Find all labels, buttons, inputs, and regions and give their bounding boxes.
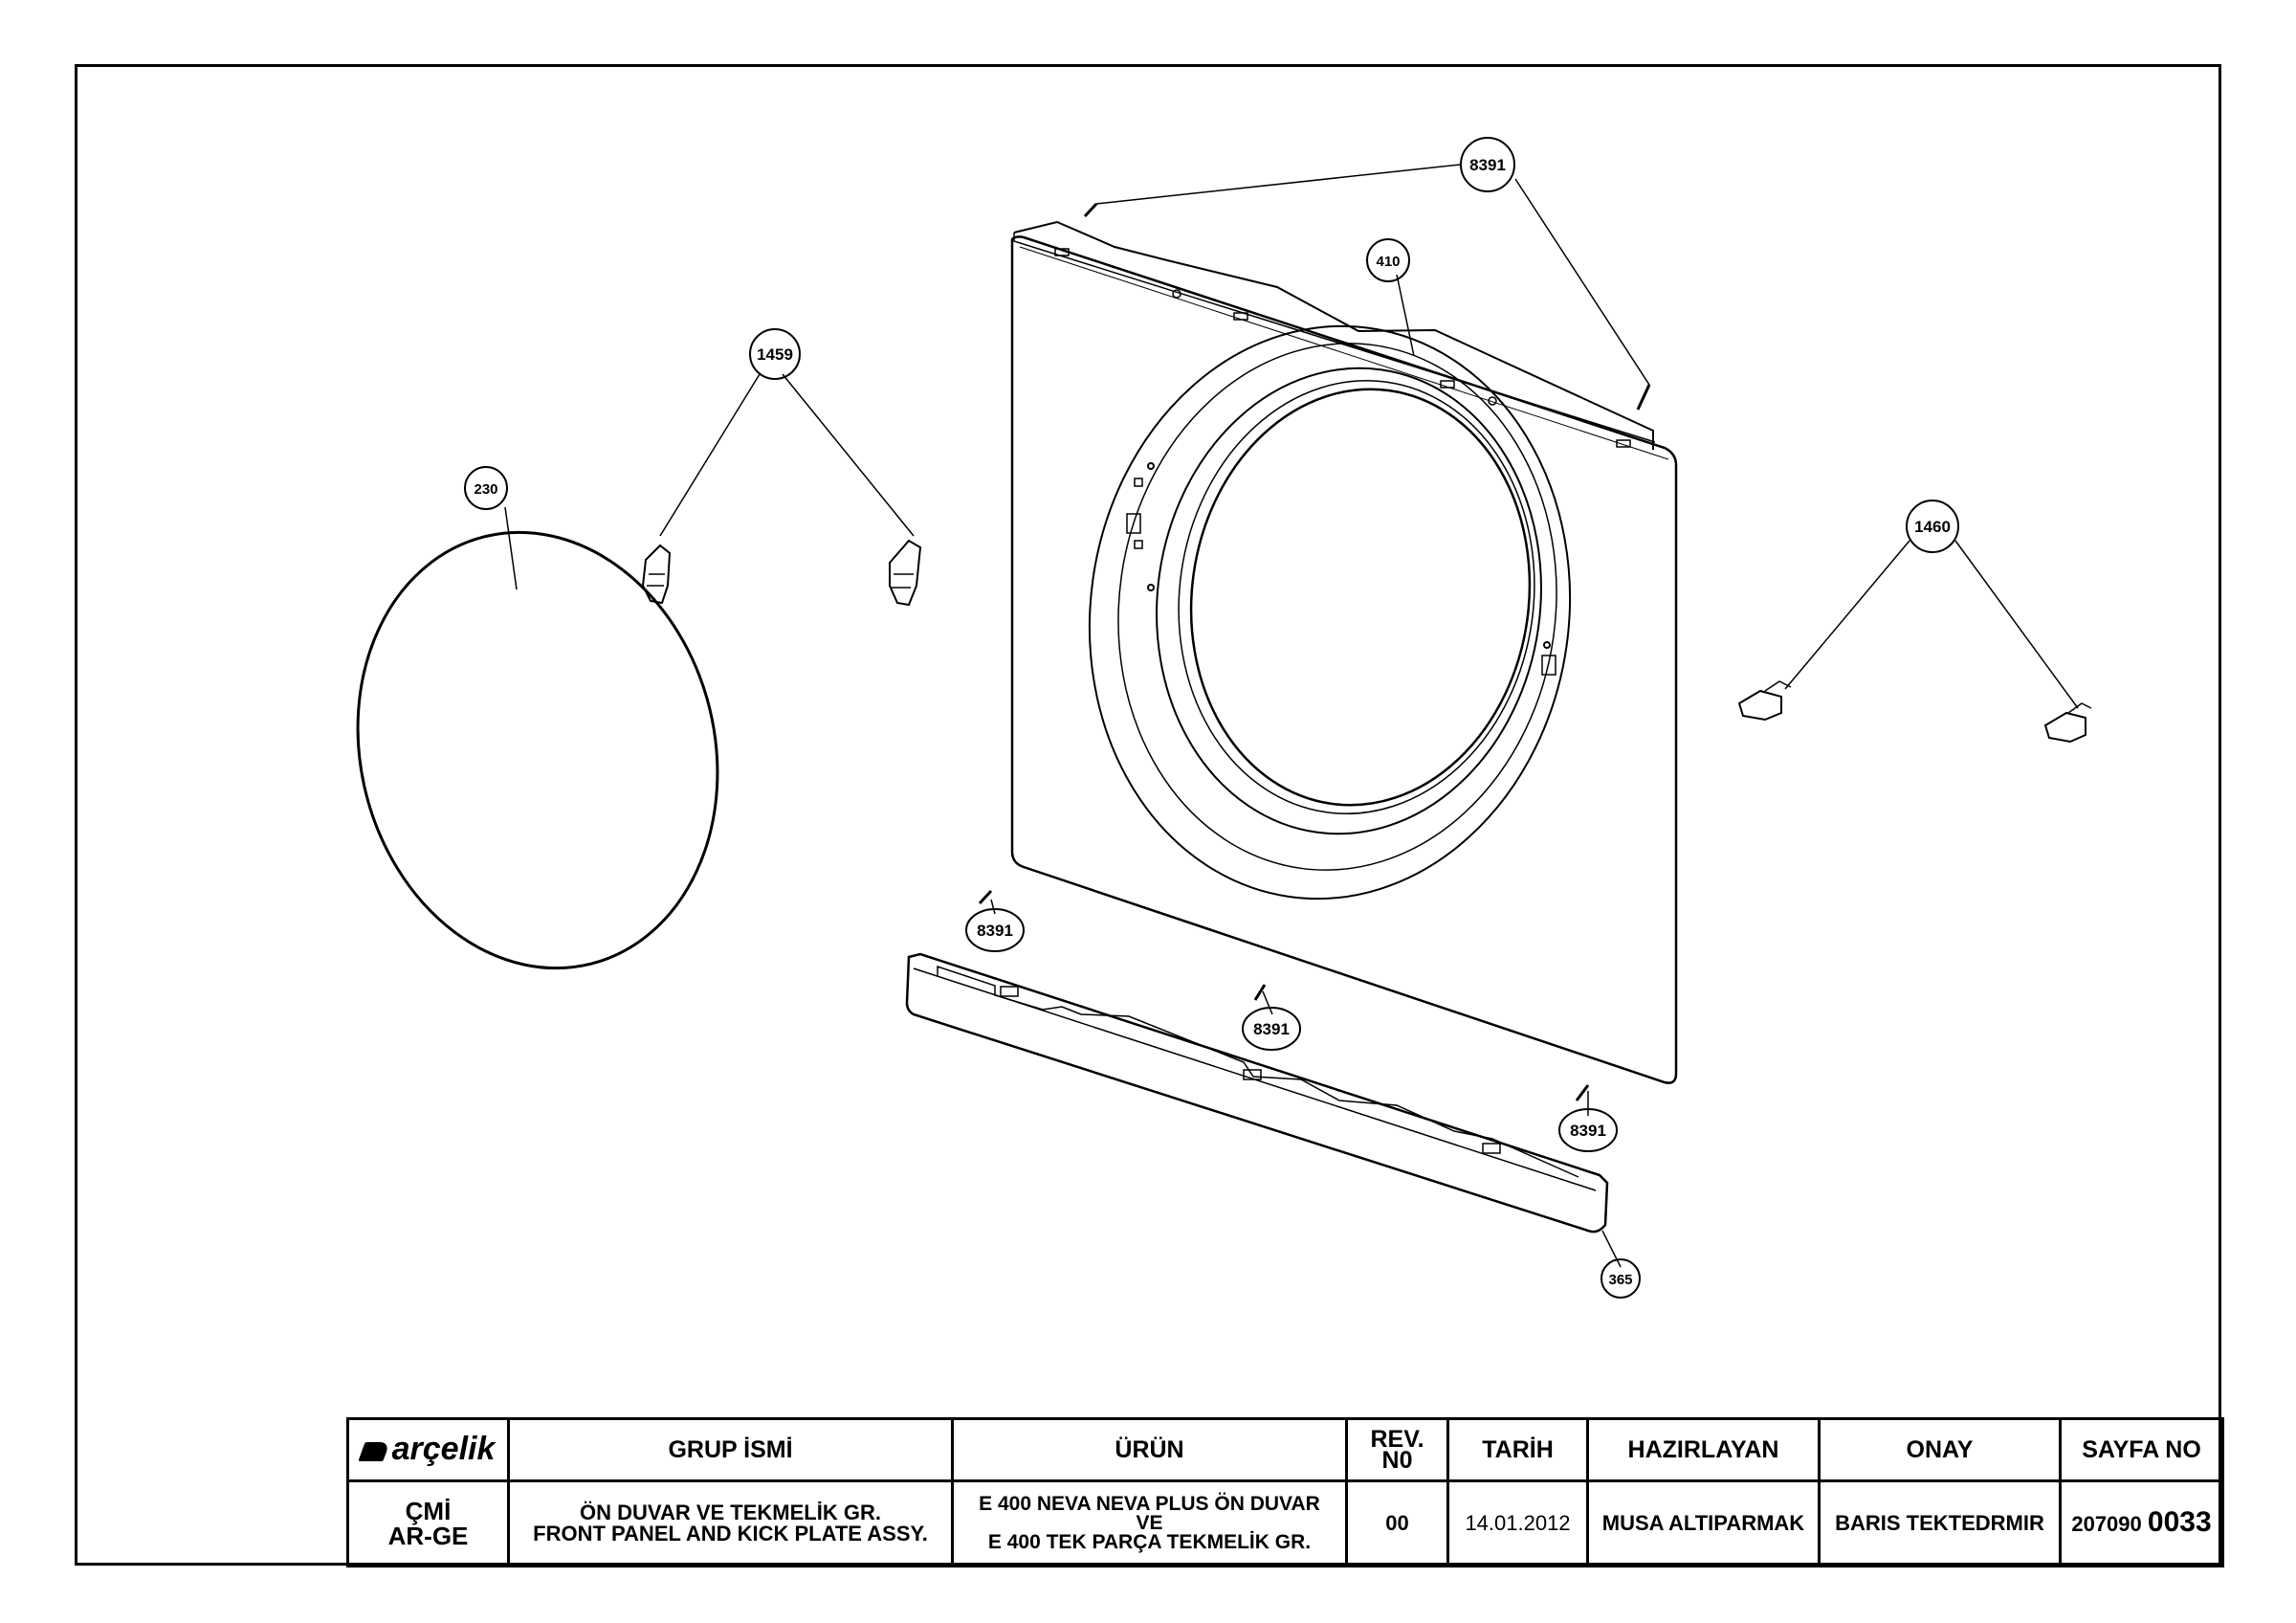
callout-410: 410: [1376, 254, 1400, 270]
callout-circle: [965, 908, 1025, 952]
company-logo: arçelik: [391, 1430, 496, 1467]
callout-circle: [1558, 1108, 1618, 1152]
callout-circle: [1242, 1007, 1301, 1051]
screw-8391: [1253, 984, 1267, 1001]
department-value: ÇMİ AR-GE: [346, 1479, 510, 1567]
page-no-value: 207090 0033: [2059, 1479, 2224, 1567]
screw-8391: [1636, 384, 1651, 411]
latch-1460-left: [1737, 680, 1792, 722]
arcelik-logo-mark-icon: [357, 1441, 390, 1461]
approval-value: BARIS TEKTEDRMIR: [1818, 1479, 2062, 1567]
callout-365: 365: [1608, 1272, 1632, 1288]
group-name-value: ÖN DUVAR VE TEKMELİK GR. FRONT PANEL AND…: [507, 1479, 954, 1567]
date-header: TARİH: [1446, 1417, 1589, 1482]
callout-8391-left: 8391: [977, 922, 1013, 940]
revision-header: REV. N0: [1345, 1417, 1449, 1482]
callout-circle: [464, 466, 508, 510]
approval-header: ONAY: [1818, 1417, 2062, 1482]
prepared-by-header: HAZIRLAYAN: [1586, 1417, 1821, 1482]
callout-circle: [1906, 500, 1959, 553]
title-block: arçelik GRUP İSMİ ÜRÜN REV. N0 TARİH HAZ…: [346, 1417, 2224, 1567]
page-no-header: SAYFA NO: [2059, 1417, 2224, 1482]
callout-8391-top: 8391: [1469, 156, 1506, 174]
callout-circle: [1460, 137, 1515, 192]
page-no-number: 0033: [2147, 1506, 2212, 1538]
callout-8391-mid: 8391: [1253, 1020, 1290, 1038]
front-panel-410: [1010, 220, 1678, 1084]
date-value: 14.01.2012: [1446, 1479, 1589, 1567]
page-no-prefix: 207090: [2071, 1512, 2142, 1536]
product-value: E 400 NEVA NEVA PLUS ÖN DUVAR VE E 400 T…: [951, 1479, 1348, 1567]
callout-circle: [1601, 1258, 1641, 1299]
kick-plate-365: [905, 952, 1609, 1234]
hinge-1459-right: [889, 539, 922, 607]
company-logo-cell: arçelik: [346, 1417, 510, 1482]
revision-value: 00: [1345, 1479, 1449, 1567]
product-header: ÜRÜN: [951, 1417, 1348, 1482]
leader-lines: [504, 164, 2079, 1268]
callout-circle: [749, 328, 801, 380]
callout-circle: [1366, 238, 1410, 282]
latch-1460-right: [2043, 702, 2092, 744]
door-glass-230: [356, 530, 719, 970]
hinge-1459-left: [641, 544, 672, 605]
callout-230: 230: [474, 481, 497, 498]
callout-1459: 1459: [757, 345, 793, 364]
group-name-header: GRUP İSMİ: [507, 1417, 954, 1482]
screw-8391: [978, 889, 993, 905]
callout-8391-right: 8391: [1570, 1122, 1606, 1140]
callout-1460: 1460: [1914, 518, 1951, 536]
screw-8391: [1083, 202, 1098, 218]
prepared-by-value: MUSA ALTIPARMAK: [1586, 1479, 1821, 1567]
screw-8391: [1575, 1084, 1590, 1101]
